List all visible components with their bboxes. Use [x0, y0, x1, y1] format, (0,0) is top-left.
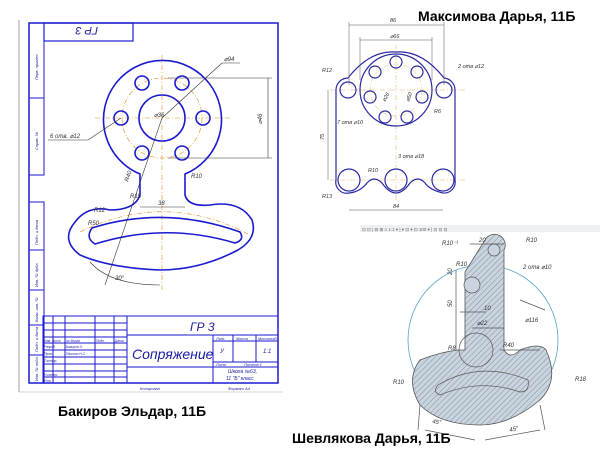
dim-label: 38 — [158, 201, 165, 207]
side-label: Справ. № — [34, 131, 39, 150]
dim-label: 10 — [484, 306, 491, 312]
tb-cell: Утв. — [44, 379, 52, 383]
dim-label: R18 — [575, 377, 587, 383]
dim-label: ⌀94 — [224, 57, 235, 63]
drawing-shevlyakova: ⊡ ⊡ | ⊟ ⊞ ≡ 1:1 ▾ | ▾ ⊡ ▾ ⊡ 100 ▾ | ⊡ ⊡ … — [360, 225, 600, 441]
scale-header: Масштаб — [258, 336, 277, 341]
dim-label: R12 — [322, 68, 332, 74]
tb-cell: Бакиров Э. — [66, 345, 83, 349]
tb-cell: Пров. — [44, 352, 53, 356]
dim-label: R40 — [503, 343, 515, 349]
dim-label: R10 — [368, 168, 379, 174]
drawing-code: ГР 3 — [190, 320, 215, 334]
dim-label: R10⁻¹ — [442, 241, 458, 247]
tb-cell: Т.контр. — [44, 359, 57, 363]
tb-cell: Н.контр. — [44, 373, 58, 377]
school: Школа №63, — [228, 369, 257, 375]
dim-label: 86 — [390, 18, 397, 24]
dim-label: R40 — [124, 170, 134, 183]
caption-shevlyakova: Шевлякова Дарья, 11Б — [292, 430, 451, 446]
dim-label: 20 — [448, 268, 454, 276]
dim-label: R10 — [191, 174, 203, 180]
dim-label: 2 отв ⌀10 — [522, 265, 552, 271]
cad-toolbar — [360, 225, 600, 232]
title-block — [42, 315, 279, 384]
dim-label: 20 — [478, 238, 486, 244]
dim-label: R50 — [88, 221, 100, 227]
side-label: Подп. и дата — [34, 326, 39, 352]
drawing-maksimova: 86 ⌀66 R12 2 отв ⌀12 7 отв ⌀10 75 ⌀26 ⌀5… — [320, 18, 484, 211]
side-label: Подп. и дата — [34, 219, 39, 245]
sheet-frame — [28, 22, 279, 384]
class: 11 "Б" класс — [226, 376, 254, 382]
dim-label: ⌀36 — [154, 113, 165, 119]
sheet-label: Лист — [215, 362, 227, 367]
dim-label: 45° — [432, 419, 443, 427]
tb-cell: Дата — [114, 339, 124, 343]
dim-label: 45° — [509, 426, 520, 434]
drawing-bakirov: Перв. примен. Справ. № Подп. и дата Инв.… — [18, 20, 283, 393]
dim-label: ⌀26 — [382, 91, 392, 103]
tb-cell: Изм. Лист — [44, 339, 61, 343]
caption-bakirov: Бакиров Эльдар, 11Б — [58, 403, 207, 419]
dim-label: R13 — [322, 194, 333, 200]
scale-value: 1:1 — [263, 349, 271, 355]
dim-label: ⌀22 — [477, 321, 488, 327]
tb-cell: № докум. — [66, 339, 81, 343]
hatched-part — [412, 233, 553, 426]
dim-label: ⌀116 — [525, 318, 539, 324]
dim-label: 50 — [448, 300, 454, 307]
lit-header: Лит. — [215, 336, 225, 341]
dim-label: ⌀46 — [258, 113, 264, 124]
drawing-name: Сопряжение — [132, 346, 214, 362]
dim-label: R6 — [434, 109, 442, 115]
dim-label: ⌀50 — [405, 91, 414, 103]
dim-label: 2 отв ⌀12 — [457, 64, 484, 70]
dim-label: ⌀66 — [390, 34, 400, 40]
dim-label: 84 — [393, 204, 399, 210]
lit-value: У — [219, 349, 225, 355]
side-label: Перв. примен. — [34, 53, 39, 80]
tb-cell: Подп. — [96, 339, 105, 343]
copied-label: Копировал — [140, 386, 161, 391]
dim-label: 30° — [115, 276, 125, 282]
dim-label: R12 — [94, 208, 106, 214]
mass-header: Масса — [236, 336, 249, 341]
toolbar-text: ⊡ ⊡ | ⊟ ⊞ ≡ 1:1 ▾ | ▾ ⊡ ▾ ⊡ 100 ▾ | ⊡ ⊡ … — [362, 227, 448, 232]
dim-label: R15 — [130, 194, 142, 200]
dim-label: R10 — [393, 380, 405, 386]
dim-label: 6 отв. ⌀12 — [50, 134, 81, 140]
dim-label: R10 — [526, 238, 538, 244]
side-label: Инв. № подл. — [34, 356, 39, 381]
side-label: Инв. № дубл. — [34, 262, 39, 287]
dim-label: 7 отв ⌀10 — [337, 120, 364, 126]
mirrored-code: ГР 3 — [75, 24, 98, 36]
tb-cell: Пашнин Н.С. — [66, 352, 86, 356]
format-label: Формат А4 — [228, 386, 251, 391]
caption-maksimova: Максимова Дарья, 11Б — [418, 8, 576, 24]
dim-label: R10 — [456, 262, 468, 268]
dim-label: 3 отв ⌀18 — [398, 154, 425, 160]
tb-cell: Разраб. — [44, 345, 56, 349]
dim-label: 75 — [320, 133, 326, 140]
dim-label: R8 — [448, 346, 456, 352]
side-label: Взам. инв. № — [34, 297, 39, 322]
sheets-label: Листов 1 — [243, 362, 262, 367]
